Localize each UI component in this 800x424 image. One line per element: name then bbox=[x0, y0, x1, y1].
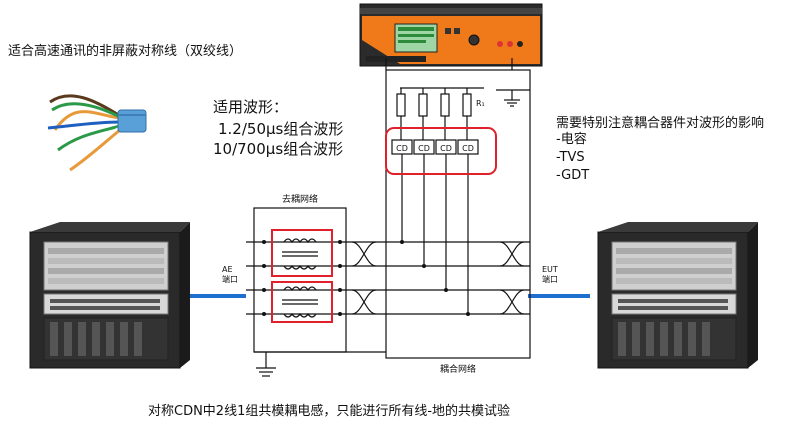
coupling-item-tvs: -TVS bbox=[556, 150, 585, 165]
waveform-item-2: 10/700μs组合波形 bbox=[213, 140, 344, 158]
cd-label-1: CD bbox=[396, 144, 408, 153]
decoupling-network-label: 去耦网络 bbox=[282, 193, 318, 205]
inductor-1-highlight bbox=[271, 229, 333, 277]
cd-label-3: CD bbox=[440, 144, 452, 153]
resistor-tag: R₁ bbox=[476, 99, 485, 108]
ae-port-label-1: AE bbox=[222, 265, 233, 274]
coupling-note-title: 需要特别注意耦合器件对波形的影响 bbox=[556, 116, 765, 131]
twisted-pair-cable-image bbox=[47, 94, 147, 172]
cd-label-2: CD bbox=[418, 144, 430, 153]
coupling-network-label: 耦合网络 bbox=[440, 363, 476, 375]
cable-description: 适合高速通讯的非屏蔽对称线（双绞线） bbox=[8, 44, 243, 59]
bottom-caption: 对称CDN中2线1组共模耦电感，只能进行所有线-地的共模试验 bbox=[148, 404, 511, 419]
coupling-components-highlight bbox=[385, 127, 497, 175]
coupling-item-capacitor: -电容 bbox=[556, 132, 587, 147]
waveform-title: 适用波形： bbox=[213, 98, 289, 116]
coupling-item-gdt: -GDT bbox=[556, 168, 590, 183]
ae-equipment-rack bbox=[29, 222, 190, 369]
ae-port-label-2: 端口 bbox=[222, 274, 238, 284]
eut-port-label-1: EUT bbox=[542, 265, 558, 274]
waveform-item-1: 1.2/50μs组合波形 bbox=[218, 120, 344, 138]
coupling-note-list: -电容 -TVS -GDT bbox=[556, 131, 589, 185]
cd-label-4: CD bbox=[462, 144, 474, 153]
junction-dots bbox=[262, 240, 470, 316]
surge-generator bbox=[359, 3, 543, 67]
inductor-2-highlight bbox=[271, 281, 333, 323]
eut-port-label-2: 端口 bbox=[542, 274, 558, 284]
highlight-boxes bbox=[271, 127, 497, 323]
schematic-wiring bbox=[246, 58, 531, 377]
eut-equipment-rack bbox=[597, 222, 758, 369]
